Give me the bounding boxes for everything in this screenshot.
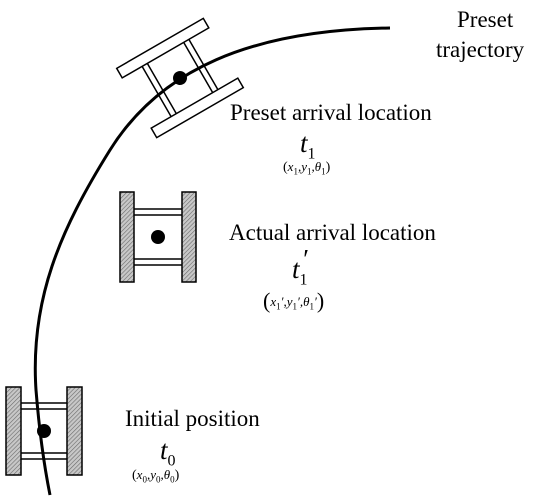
coord-x-sub: 1 — [276, 301, 281, 312]
prime-mark: ′ — [313, 294, 317, 309]
robot-initial-position — [5, 386, 83, 476]
coord-x: x — [270, 294, 277, 309]
coord-x-sub: 1 — [293, 166, 298, 177]
paren-open: ( — [283, 160, 288, 175]
paren-close: ) — [174, 468, 180, 483]
paren-close: ) — [316, 288, 325, 313]
actual-arrival-time: t1′ — [292, 246, 313, 289]
coord-theta: θ — [314, 159, 322, 174]
comma: , — [299, 294, 304, 309]
trajectory-label-line2: trajectory — [436, 37, 525, 62]
comma: , — [297, 159, 302, 174]
comma: , — [146, 467, 151, 482]
initial-position-coords: (x0,y0,θ0) — [132, 468, 179, 485]
coord-x-sub: 0 — [142, 474, 147, 485]
coord-theta: θ — [303, 294, 310, 309]
trajectory-label-line1: Preset — [457, 7, 514, 32]
coord-theta-sub: 0 — [170, 474, 175, 485]
comma: , — [160, 467, 164, 482]
coord-x: x — [136, 467, 143, 482]
robot-preset-arrival — [115, 17, 245, 139]
preset-arrival-coords: (x1,y1,θ1) — [283, 160, 330, 177]
coord-y: y — [301, 159, 307, 174]
initial-position-label: Initial position — [125, 406, 260, 431]
time-symbol: t — [300, 128, 308, 158]
coord-y: y — [150, 467, 156, 482]
coord-x: x — [287, 159, 294, 174]
robot-actual-arrival — [119, 191, 197, 283]
prime-mark: ′ — [301, 244, 308, 274]
preset-arrival-time: t1 — [300, 130, 316, 162]
time-subscript: 1 — [299, 271, 308, 289]
time-subscript: 0 — [167, 452, 176, 470]
coord-theta-sub: 1 — [309, 301, 314, 312]
actual-arrival-label: Actual arrival location — [229, 220, 436, 245]
time-subscript: 1 — [307, 145, 316, 163]
coord-theta-sub: 1 — [321, 166, 326, 177]
coord-y-sub: 0 — [155, 474, 161, 485]
prime-mark: ′ — [296, 294, 300, 309]
paren-open: ( — [263, 288, 271, 313]
preset-arrival-label: Preset arrival location — [230, 100, 432, 125]
comma: , — [283, 294, 287, 309]
time-symbol: t — [160, 435, 168, 465]
paren-open: ( — [132, 468, 137, 483]
coord-y: y — [286, 294, 293, 309]
prime-mark: ′ — [280, 294, 284, 309]
initial-position-time: t0 — [160, 437, 176, 469]
coord-theta: θ — [163, 467, 171, 482]
paren-close: ) — [325, 160, 331, 175]
time-symbol: t — [292, 254, 300, 284]
coord-y-sub: 1 — [306, 166, 312, 177]
actual-arrival-coords: (x1′,y1′,θ1′) — [263, 290, 324, 312]
comma: , — [311, 159, 315, 174]
coord-y-sub: 1 — [292, 301, 297, 312]
